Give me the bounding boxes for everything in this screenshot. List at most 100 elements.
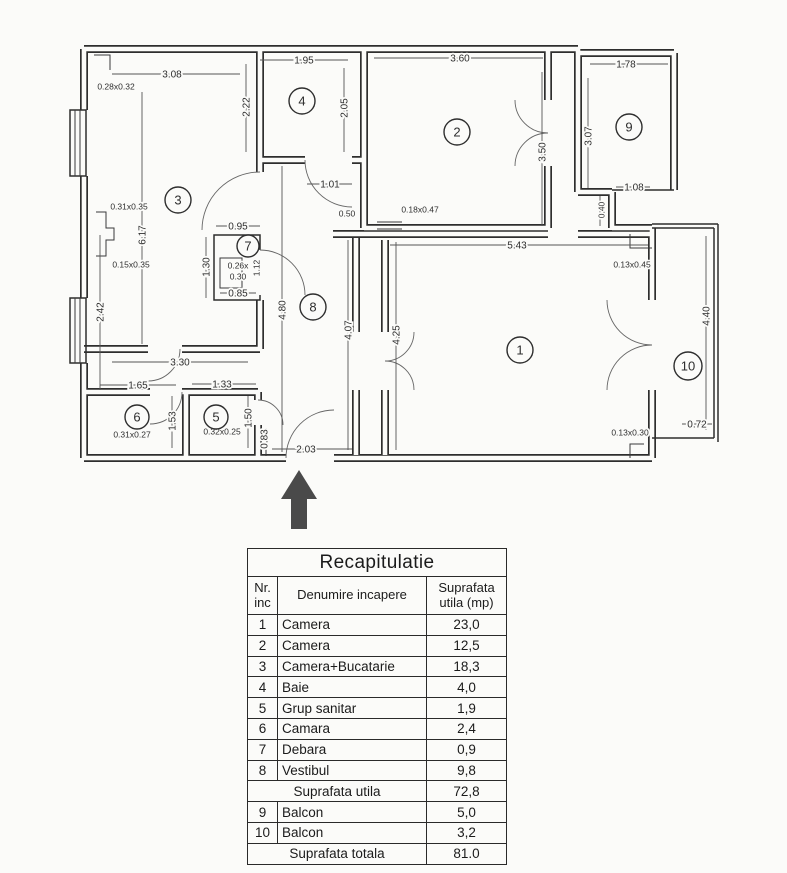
closet-7-outline bbox=[213, 234, 261, 301]
room-name-cell: Debara bbox=[277, 738, 427, 761]
dimension-label: 3.50 bbox=[538, 142, 549, 162]
room-number: 5 bbox=[203, 404, 229, 430]
room-nr-cell: 3 bbox=[247, 655, 278, 678]
room-nr-cell: 6 bbox=[247, 717, 278, 740]
dimension-label: 0.95 bbox=[228, 222, 248, 233]
room-name-cell: Baie bbox=[277, 676, 427, 699]
room-area-cell: 18,3 bbox=[426, 655, 507, 678]
room-nr-cell: 1 bbox=[247, 614, 278, 636]
dimension-label: 1.01 bbox=[320, 180, 340, 191]
table-header-row: Nr. inc Denumire incapere Suprafata util… bbox=[247, 576, 507, 615]
room-name-cell: Camera+Bucatarie bbox=[277, 655, 427, 678]
svg-text:2: 2 bbox=[453, 125, 460, 140]
dimension-label: 1.78 bbox=[616, 60, 636, 71]
dimension-lines bbox=[99, 57, 712, 452]
dimension-label: 0.31x0.27 bbox=[113, 430, 151, 440]
svg-text:1: 1 bbox=[516, 343, 523, 358]
room-nr-cell: 2 bbox=[247, 634, 278, 657]
room-area-cell: 23,0 bbox=[426, 614, 507, 636]
svg-text:4: 4 bbox=[298, 94, 305, 109]
room-number: 4 bbox=[288, 87, 316, 115]
room-area-cell: 3,2 bbox=[426, 821, 507, 844]
dimension-label: 1.65 bbox=[128, 381, 148, 392]
room-number: 6 bbox=[124, 404, 150, 430]
room-nr-cell: 7 bbox=[247, 738, 278, 761]
dimension-label: 1.30 bbox=[202, 257, 213, 277]
dimension-label: 5.43 bbox=[507, 241, 527, 252]
room-name-cell: Balcon bbox=[277, 821, 427, 844]
room-area-cell: 2,4 bbox=[426, 717, 507, 740]
summary-value: 72,8 bbox=[426, 780, 507, 803]
dimension-label: 3.08 bbox=[162, 70, 182, 81]
summary-label: Suprafata utila bbox=[247, 780, 427, 803]
room-area-cell: 4,0 bbox=[426, 676, 507, 699]
dimension-label: 0.13x0.30 bbox=[611, 428, 649, 438]
header-area: Suprafata utila (mp) bbox=[426, 576, 507, 615]
svg-text:7: 7 bbox=[244, 239, 251, 254]
dimension-label: 2.03 bbox=[296, 445, 316, 456]
dimension-label: 0.30 bbox=[230, 272, 247, 282]
room-name-cell: Camara bbox=[277, 717, 427, 740]
dimension-label: 0.72 bbox=[687, 420, 707, 431]
room-number: 10 bbox=[673, 351, 703, 381]
dimension-label: 0.85 bbox=[228, 289, 248, 300]
room-numbers: 1 2 3 4 5 6 7 8 9 10 bbox=[124, 87, 703, 430]
dimension-label: 0.83 bbox=[260, 429, 271, 449]
room-area-cell: 1,9 bbox=[426, 697, 507, 719]
svg-text:5: 5 bbox=[212, 410, 219, 425]
svg-text:9: 9 bbox=[625, 120, 632, 135]
dimension-label: 4.40 bbox=[702, 306, 713, 326]
room-number: 1 bbox=[506, 336, 534, 364]
dimension-label: 0.40 bbox=[597, 201, 607, 218]
table-title-row: Recapitulatie bbox=[247, 548, 507, 577]
dimension-label: 1.50 bbox=[244, 408, 255, 428]
window bbox=[69, 297, 87, 364]
room-area-cell: 12,5 bbox=[426, 634, 507, 657]
table-title: Recapitulatie bbox=[247, 548, 507, 577]
dimension-label: 4.25 bbox=[392, 325, 403, 345]
svg-text:10: 10 bbox=[681, 359, 695, 374]
dimension-label: 1.33 bbox=[212, 380, 232, 391]
wall-details bbox=[94, 54, 652, 458]
dimension-label: 3.07 bbox=[584, 126, 595, 146]
room-area-cell: 0,9 bbox=[426, 738, 507, 761]
header-nr: Nr. inc bbox=[247, 576, 278, 615]
door-arcs bbox=[147, 99, 653, 459]
dimension-label: 0.50 bbox=[339, 209, 356, 219]
room-number: 9 bbox=[615, 113, 643, 141]
dimension-label: 1.95 bbox=[294, 56, 314, 67]
header-name: Denumire incapere bbox=[277, 576, 427, 615]
room-nr-cell: 10 bbox=[247, 821, 278, 844]
room-name-cell: Camera bbox=[277, 614, 427, 636]
dimension-label: 0.13x0.45 bbox=[613, 260, 651, 270]
recap-table: Recapitulatie Nr. inc Denumire incapere … bbox=[247, 548, 507, 865]
svg-text:6: 6 bbox=[133, 410, 140, 425]
dimension-label: 0.26x bbox=[228, 261, 250, 271]
room-number: 3 bbox=[164, 186, 192, 214]
room-nr-cell: 4 bbox=[247, 676, 278, 699]
room-number: 7 bbox=[236, 234, 260, 258]
room-name-cell: Grup sanitar bbox=[277, 697, 427, 719]
room-name-cell: Camera bbox=[277, 634, 427, 657]
dimension-label: 0.18x0.47 bbox=[401, 205, 439, 215]
dimension-label: 3.60 bbox=[450, 54, 470, 65]
dimension-label: 1.12 bbox=[252, 259, 262, 276]
window bbox=[69, 109, 87, 177]
svg-text:8: 8 bbox=[309, 300, 316, 315]
dimension-label: 4.80 bbox=[278, 300, 289, 320]
dimension-label: 4.07 bbox=[344, 320, 355, 340]
dimension-label: 0.31x0.35 bbox=[110, 202, 148, 212]
dimension-label: 2.22 bbox=[242, 97, 253, 117]
entrance-arrow bbox=[281, 470, 317, 529]
